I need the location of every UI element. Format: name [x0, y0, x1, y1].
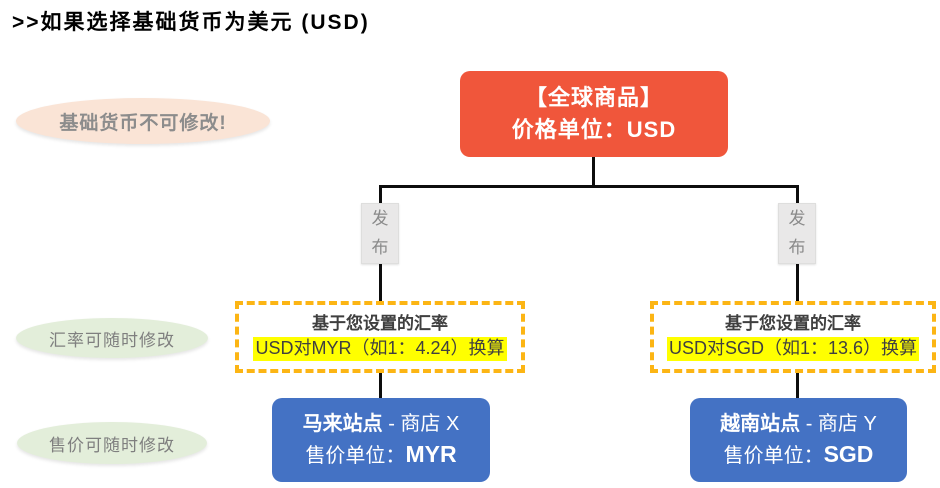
global-product-node: 【全球商品】 价格单位：USD — [460, 71, 728, 157]
rate-box-sgd: 基于您设置的汇率 USD对SGD（如1：13.6）换算 — [650, 301, 936, 373]
connector-stem — [592, 156, 595, 187]
price-unit-label: 售价单位： — [723, 444, 824, 467]
rate-detail-highlight: USD对SGD（如1：13.6）换算 — [666, 337, 920, 361]
site-suffix: - 商店 X — [382, 412, 460, 435]
global-product-title: 【全球商品】 — [524, 85, 663, 111]
callout-base-currency: 基础货币不可修改! — [16, 98, 270, 144]
publish-tag-left: 发布 — [361, 203, 399, 264]
page-title: >>如果选择基础货币为美元 (USD) — [12, 11, 370, 34]
connector-left-lower — [379, 371, 382, 400]
publish-tag-right: 发布 — [778, 203, 816, 264]
site-node-malaysia: 马来站点 - 商店 X 售价单位：MYR — [272, 398, 490, 482]
site-name: 马来站点 — [302, 412, 383, 435]
currency-code: SGD — [823, 440, 874, 467]
rate-title: 基于您设置的汇率 — [725, 314, 861, 334]
site-title: 越南站点 - 商店 Y — [720, 410, 877, 438]
site-price-unit: 售价单位：SGD — [724, 438, 874, 470]
rate-title: 基于您设置的汇率 — [312, 314, 448, 334]
publish-label: 发布 — [371, 208, 389, 257]
currency-code: MYR — [405, 440, 457, 467]
price-unit-label: 售价单位： — [305, 444, 406, 467]
publish-label: 发布 — [788, 208, 806, 257]
connector-horizontal — [379, 185, 799, 188]
site-title: 马来站点 - 商店 X — [303, 410, 460, 438]
site-name: 越南站点 — [720, 412, 801, 435]
callout-rate-editable: 汇率可随时修改 — [16, 318, 208, 358]
site-node-vietnam: 越南站点 - 商店 Y 售价单位：SGD — [690, 398, 907, 482]
callout-price-editable: 售价可随时修改 — [17, 422, 207, 464]
connector-right-lower — [796, 371, 799, 400]
rate-box-myr: 基于您设置的汇率 USD对MYR（如1：4.24）换算 — [235, 301, 525, 373]
rate-detail-highlight: USD对MYR（如1：4.24）换算 — [253, 337, 507, 361]
site-price-unit: 售价单位：MYR — [305, 438, 456, 470]
global-product-price-unit: 价格单位：USD — [511, 117, 677, 142]
site-suffix: - 商店 Y — [800, 412, 877, 435]
